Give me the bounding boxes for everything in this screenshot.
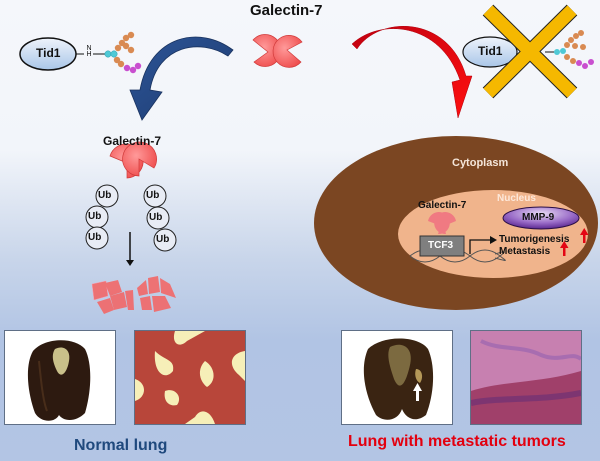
tumor-lung-photo bbox=[341, 330, 453, 425]
metastatic-lung-label: Lung with metastatic tumors bbox=[348, 433, 566, 450]
cytoplasm-label: Cytoplasm bbox=[452, 157, 509, 169]
tid1-blocked bbox=[462, 4, 594, 99]
glycan-chain-left bbox=[104, 31, 142, 74]
galectin7-nuclear bbox=[428, 212, 456, 235]
galectin7-dimer-top bbox=[252, 34, 303, 68]
ub-label: Ub bbox=[88, 232, 102, 243]
normal-lung-label: Normal lung bbox=[74, 437, 168, 454]
effect-metastasis: Metastasis bbox=[499, 246, 551, 257]
galectin7-ubiquitinated bbox=[85, 141, 177, 314]
red-arrow bbox=[351, 26, 473, 119]
glycan-chain-right bbox=[554, 30, 594, 69]
up-arrow-tumorigenesis bbox=[580, 228, 589, 243]
degraded-galectin7 bbox=[91, 276, 176, 314]
ubiquitin-chain-right bbox=[143, 184, 177, 252]
tid1-protein-right bbox=[462, 36, 518, 68]
normal-lung-histology bbox=[134, 330, 246, 425]
ub-label: Ub bbox=[156, 234, 170, 245]
ub-label: Ub bbox=[146, 190, 160, 201]
transcription-arrow bbox=[469, 236, 497, 254]
effect-tumorigenesis: Tumorigenesis bbox=[499, 234, 570, 245]
normal-lung-photo bbox=[4, 330, 116, 425]
down-arrow bbox=[126, 232, 134, 266]
ub-label: Ub bbox=[88, 211, 102, 222]
galectin7-label-left: Galectin-7 bbox=[103, 134, 162, 148]
cancer-cell bbox=[314, 136, 598, 310]
tid1-label-right: Tid1 bbox=[478, 44, 503, 58]
mmp9-protein bbox=[502, 206, 580, 230]
tid1-glycosylated bbox=[19, 31, 142, 74]
cross-icon bbox=[482, 4, 578, 99]
tcf3-box bbox=[419, 235, 465, 257]
tid1-label-left: Tid1 bbox=[36, 46, 61, 60]
title: Galectin-7 bbox=[250, 2, 323, 19]
mmp9-label: MMP-9 bbox=[522, 212, 555, 223]
ub-label: Ub bbox=[98, 190, 112, 201]
nucleus-label: Nucleus bbox=[497, 193, 536, 204]
up-arrow-metastasis bbox=[560, 241, 569, 256]
galectin7-label-nucleus: Galectin-7 bbox=[418, 200, 467, 211]
ub-label: Ub bbox=[149, 212, 163, 223]
ubiquitin-chain-left bbox=[85, 184, 119, 250]
tcf3-label: TCF3 bbox=[428, 240, 453, 251]
tumor-lung-histology bbox=[470, 330, 582, 425]
blue-arrow bbox=[129, 36, 234, 121]
